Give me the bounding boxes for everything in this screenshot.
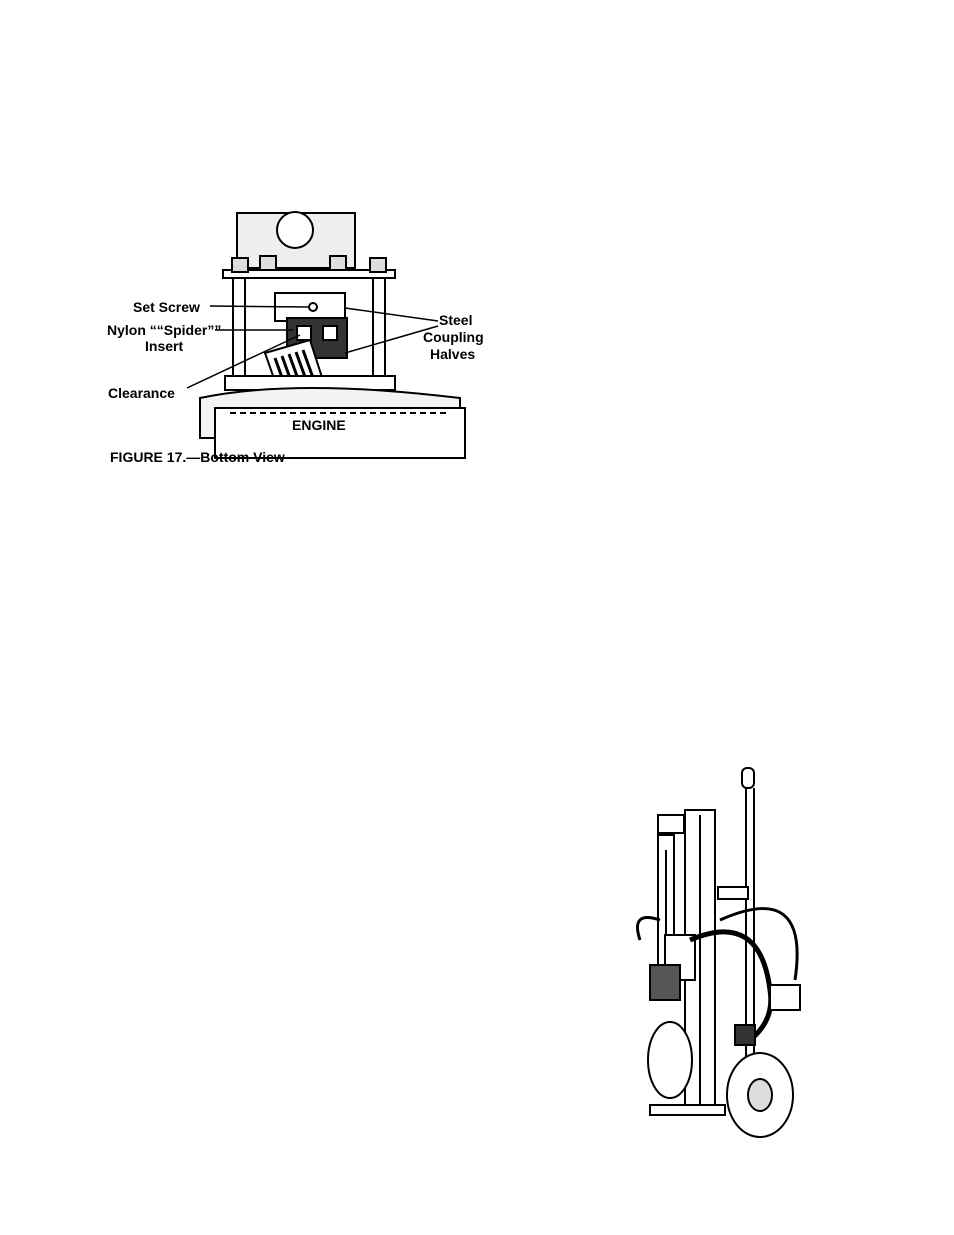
steel-coupling-label-line3: Halves	[430, 346, 475, 362]
steel-coupling-label-line1: Steel	[439, 312, 472, 328]
log-splitter-drawing	[630, 760, 830, 1140]
engine-label: ENGINE	[292, 417, 346, 433]
figure-17-caption: FIGURE 17.—Bottom View	[110, 449, 285, 465]
steel-coupling-label-line2: Coupling	[423, 329, 484, 345]
nylon-spider-label-line1: Nylon ““Spider””	[107, 322, 221, 338]
clearance-label: Clearance	[108, 385, 175, 401]
log-splitter-illustration	[630, 760, 830, 1140]
figure-17-illustration: Set Screw Nylon ““Spider”” Insert Cleara…	[105, 208, 490, 463]
set-screw-label: Set Screw	[133, 299, 200, 315]
nylon-spider-label-line2: Insert	[145, 338, 183, 354]
